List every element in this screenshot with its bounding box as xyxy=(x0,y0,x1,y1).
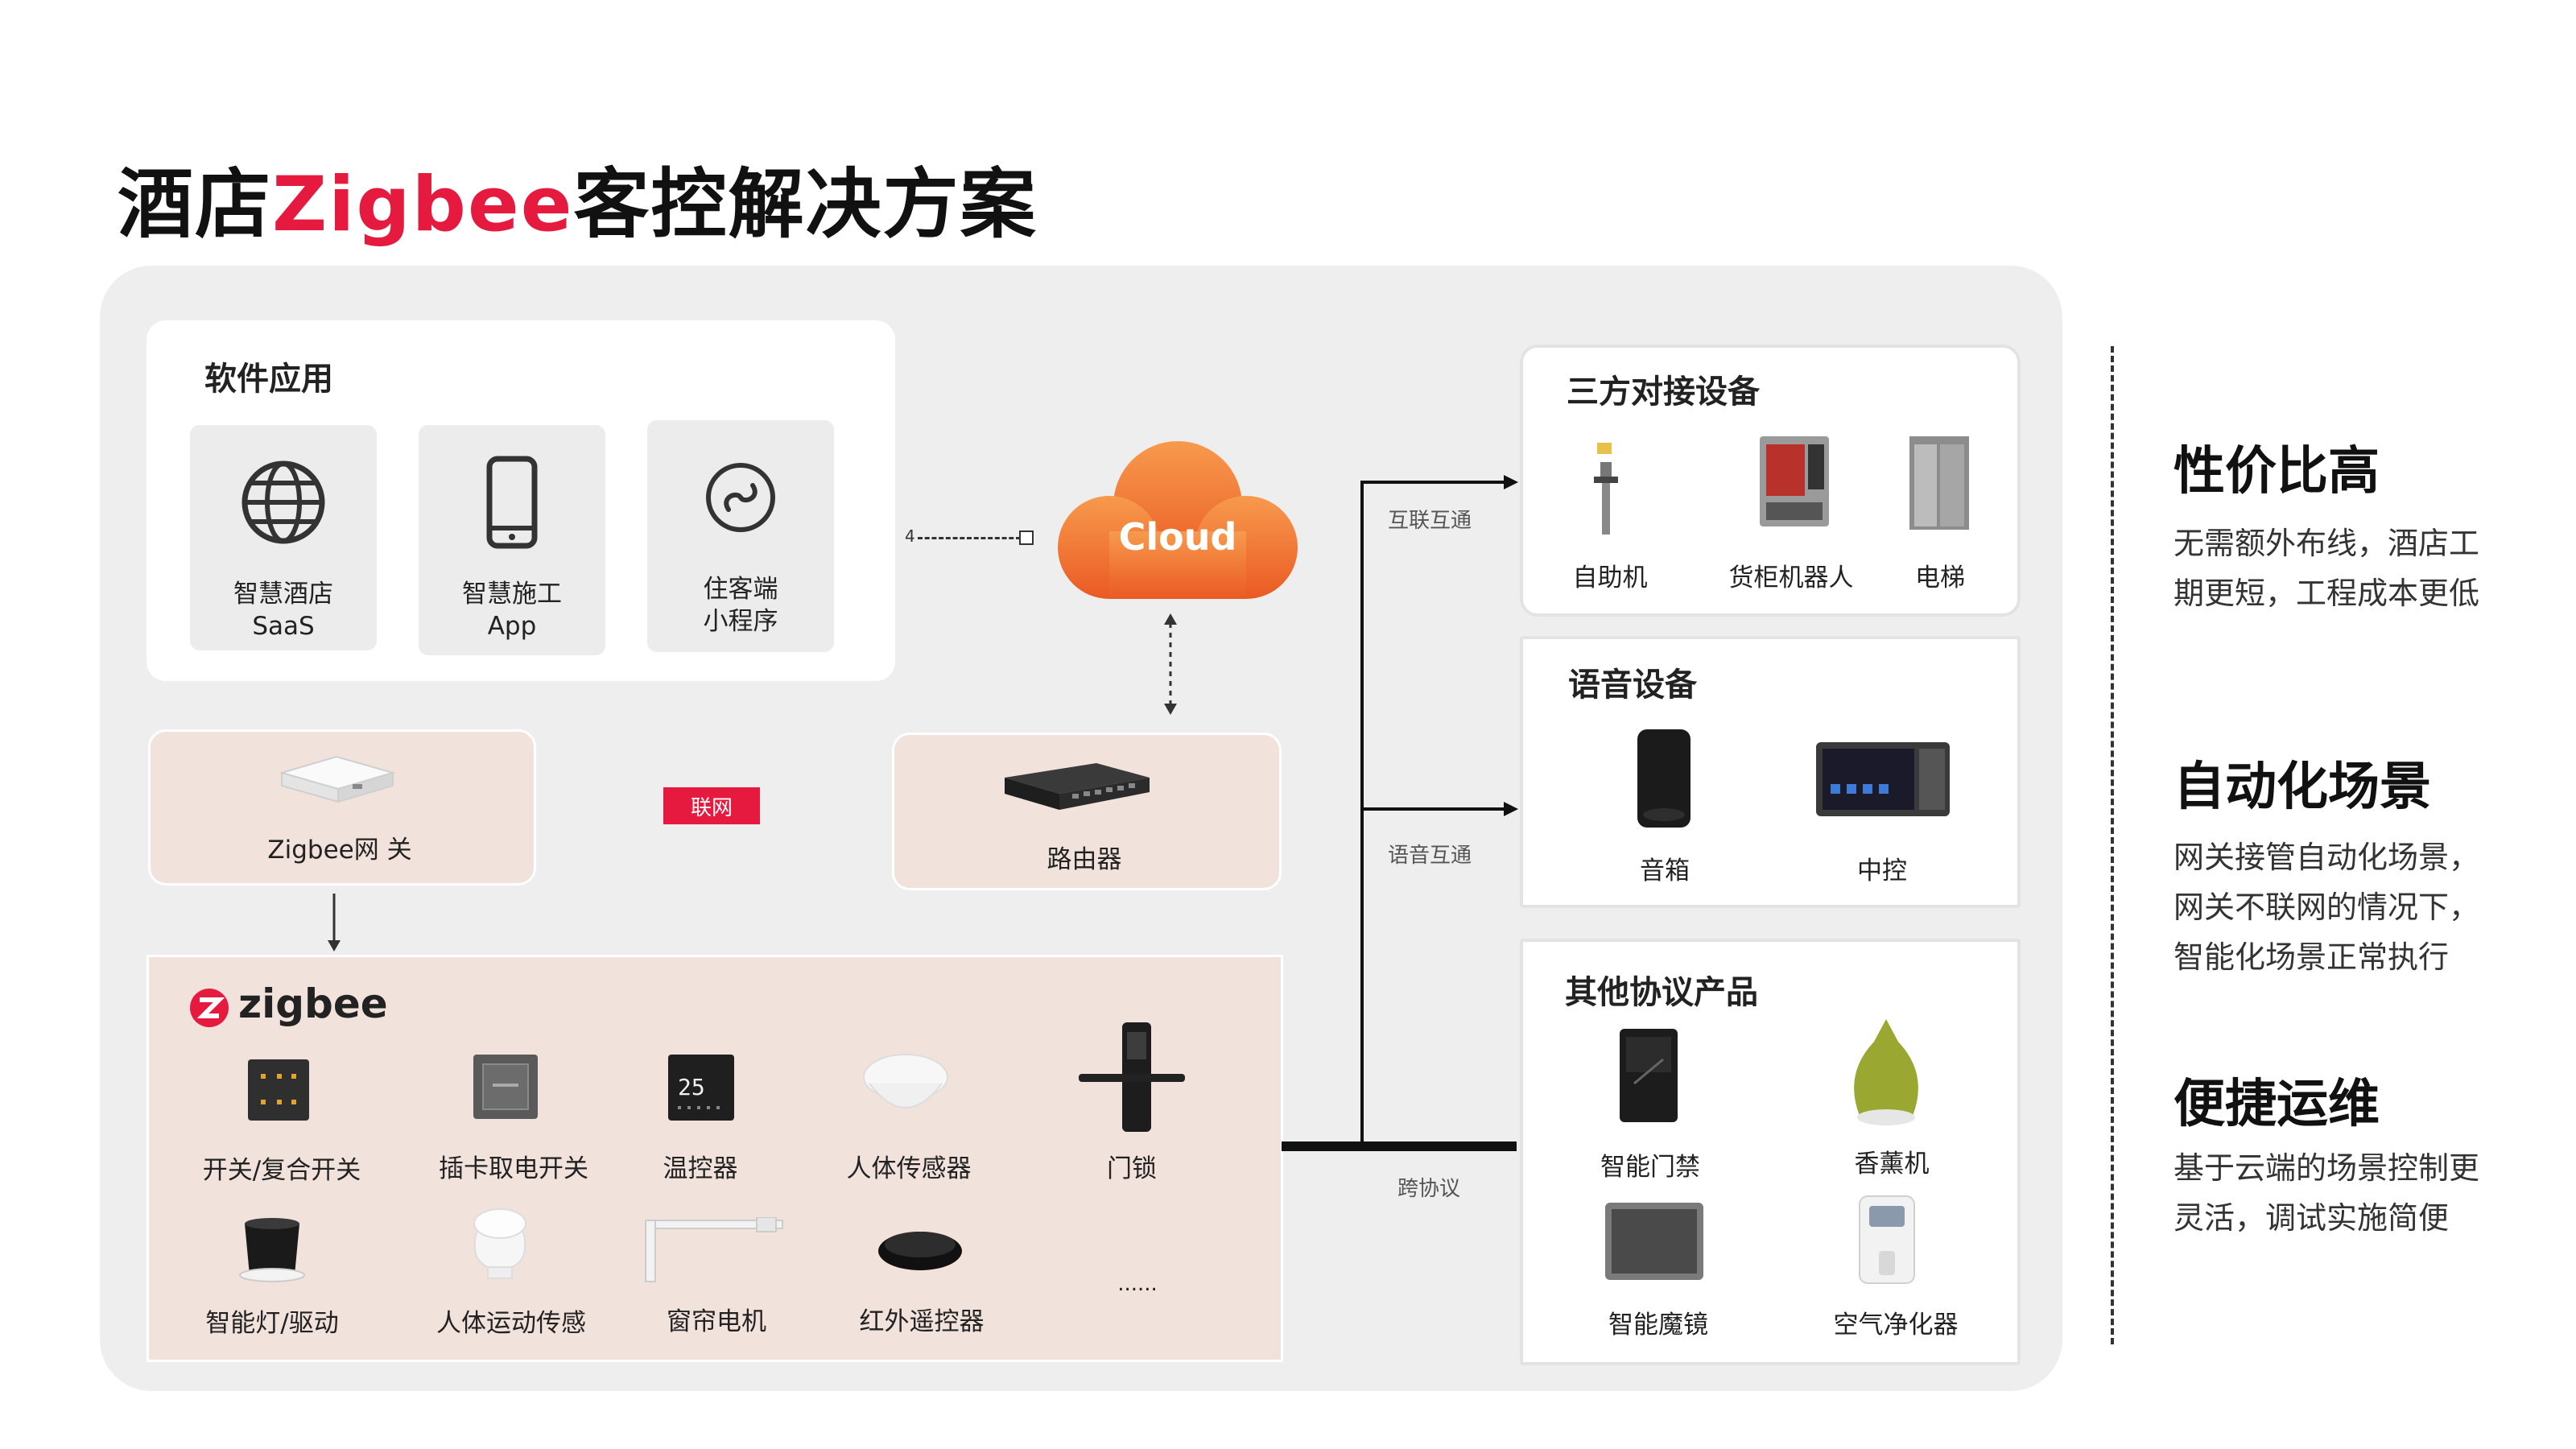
mini-program-icon xyxy=(706,463,775,532)
device-label-motion-detector: 人体运动传感 xyxy=(436,1309,586,1338)
other-protocol-title: 其他协议产品 xyxy=(1565,974,1758,1011)
divider-line xyxy=(2111,346,2114,1344)
card-switch-icon xyxy=(473,1055,538,1119)
app-label-line2: SaaS xyxy=(252,612,315,641)
zigbee-logo-text: zigbee xyxy=(238,980,388,1027)
feature-line: 智能化场景正常执行 xyxy=(2174,939,2450,975)
app-card-construction[interactable]: 智慧施工 App xyxy=(419,425,605,655)
software-title: 软件应用 xyxy=(204,361,333,398)
feature-body-automation: 网关接管自动化场景， 网关不联网的情况下， 智能化场景正常执行 xyxy=(2174,832,2479,982)
connector-label: 4 xyxy=(905,526,915,546)
router-label: 路由器 xyxy=(1046,845,1122,874)
third-party-title: 三方对接设备 xyxy=(1567,374,1760,411)
other-label-purifier: 空气净化器 xyxy=(1833,1311,1959,1340)
other-protocol-card xyxy=(1520,939,2021,1365)
elevator-icon xyxy=(1909,436,1969,530)
smart-speaker-icon xyxy=(1637,729,1690,828)
feature-title-automation: 自动化场景 xyxy=(2174,758,2431,817)
other-label-mirror: 智能魔镜 xyxy=(1608,1311,1708,1340)
door-lock-icon xyxy=(1079,1022,1185,1132)
title-accent: Zigbee xyxy=(272,161,574,249)
app-card-miniprogram[interactable]: 住客端小程序 xyxy=(647,420,834,652)
dashed-connector xyxy=(918,537,1021,539)
page-title: 酒店Zigbee客控解决方案 xyxy=(118,143,1038,253)
feature-line: 网关不联网的情况下， xyxy=(2174,890,2480,925)
feature-body-cost: 无需额外布线，酒店工 期更短，工程成本更低 xyxy=(2174,518,2479,618)
feature-line: 灵活，调试实施简便 xyxy=(2174,1200,2450,1236)
feature-line: 基于云端的场景控制更 xyxy=(2174,1150,2480,1186)
network-tag: 联网 xyxy=(663,787,760,824)
control-panel-icon xyxy=(1816,742,1950,816)
more-icon: ...... xyxy=(1117,1272,1158,1296)
feature-title-cost: 性价比高 xyxy=(2174,442,2380,502)
third-party-label-elevator: 电梯 xyxy=(1915,564,1965,592)
device-label-card-switch: 插卡取电开关 xyxy=(439,1154,588,1183)
app-label-line2: 小程序 xyxy=(703,607,778,636)
feature-line: 网关接管自动化场景， xyxy=(2174,840,2480,875)
third-party-label-kiosk: 自助机 xyxy=(1572,564,1648,592)
zigbee-gateway-icon xyxy=(279,755,396,803)
feature-line: 无需额外布线，酒店工 xyxy=(2174,526,2480,561)
connector-end-icon xyxy=(1019,530,1034,545)
cross-protocol-label: 跨协议 xyxy=(1397,1177,1461,1201)
thermostat-display: 25 xyxy=(678,1074,705,1100)
other-label-aroma: 香薰机 xyxy=(1854,1150,1930,1179)
device-label-curtain-motor: 窗帘电机 xyxy=(667,1307,766,1336)
feature-line: 期更短，工程成本更低 xyxy=(2174,576,2480,611)
vertical-bus xyxy=(1360,481,1364,1145)
smart-mirror-icon xyxy=(1605,1203,1703,1280)
feature-title-maintenance: 便捷运维 xyxy=(2174,1075,2380,1134)
device-label-switch: 开关/复合开关 xyxy=(202,1156,361,1185)
cross-protocol-bus xyxy=(1282,1141,1517,1151)
gateway-box[interactable] xyxy=(148,729,536,886)
app-label-line1: 智慧施工 xyxy=(462,580,562,609)
aroma-diffuser-icon xyxy=(1854,1019,1918,1125)
app-label-line1: 智慧酒店 xyxy=(233,580,333,609)
voice-arrow xyxy=(1360,802,1518,816)
curtain-motor-icon xyxy=(645,1217,783,1282)
zigbee-device-box xyxy=(147,955,1283,1362)
vending-robot-icon xyxy=(1760,436,1829,526)
device-label-ir-remote: 红外遥控器 xyxy=(859,1307,985,1336)
mobile-phone-icon xyxy=(486,456,538,549)
gateway-down-arrow xyxy=(328,894,341,952)
voice-label-speaker: 音箱 xyxy=(1640,857,1690,886)
interconnect-label: 互联互通 xyxy=(1388,509,1472,533)
title-suffix: 客控解决方案 xyxy=(573,161,1038,249)
switch-panel-icon xyxy=(248,1059,309,1121)
app-label-line1: 住客端 xyxy=(703,575,778,604)
other-label-access-control: 智能门禁 xyxy=(1600,1153,1700,1182)
device-label-downlight: 智能灯/驱动 xyxy=(205,1309,339,1338)
downlight-icon xyxy=(239,1218,305,1282)
device-label-motion-sensor: 人体传感器 xyxy=(846,1154,972,1183)
access-control-icon xyxy=(1620,1029,1678,1122)
thermostat-icon: 25 xyxy=(668,1055,734,1121)
air-purifier-icon xyxy=(1859,1195,1915,1284)
motion-sensor-icon xyxy=(863,1054,948,1108)
third-party-label-robot: 货柜机器人 xyxy=(1728,564,1854,592)
device-label-thermostat: 温控器 xyxy=(663,1154,738,1183)
globe-icon xyxy=(242,460,325,544)
device-label-door-lock: 门锁 xyxy=(1107,1154,1157,1183)
router-box[interactable] xyxy=(892,733,1282,890)
feature-body-maintenance: 基于云端的场景控制更 灵活，调试实施简便 xyxy=(2174,1143,2479,1243)
app-card-saas[interactable]: 智慧酒店 SaaS xyxy=(190,425,377,650)
gateway-label: Zigbee网 关 xyxy=(267,836,412,865)
zigbee-logo-icon xyxy=(190,989,229,1027)
cloud-icon xyxy=(1058,441,1298,599)
router-icon xyxy=(1005,763,1150,810)
voice-link-label: 语音互通 xyxy=(1388,844,1472,868)
voice-label-control: 中控 xyxy=(1857,857,1907,886)
ir-remote-icon xyxy=(878,1232,962,1270)
app-label-line2: App xyxy=(487,612,537,641)
cloud-router-arrow xyxy=(1164,613,1177,715)
motion-detector-icon xyxy=(473,1208,526,1279)
voice-devices-title: 语音设备 xyxy=(1568,667,1697,704)
title-prefix: 酒店 xyxy=(118,161,273,249)
cloud-label: Cloud xyxy=(1118,515,1237,559)
interconnect-arrow xyxy=(1360,475,1518,489)
kiosk-icon xyxy=(1594,443,1618,535)
